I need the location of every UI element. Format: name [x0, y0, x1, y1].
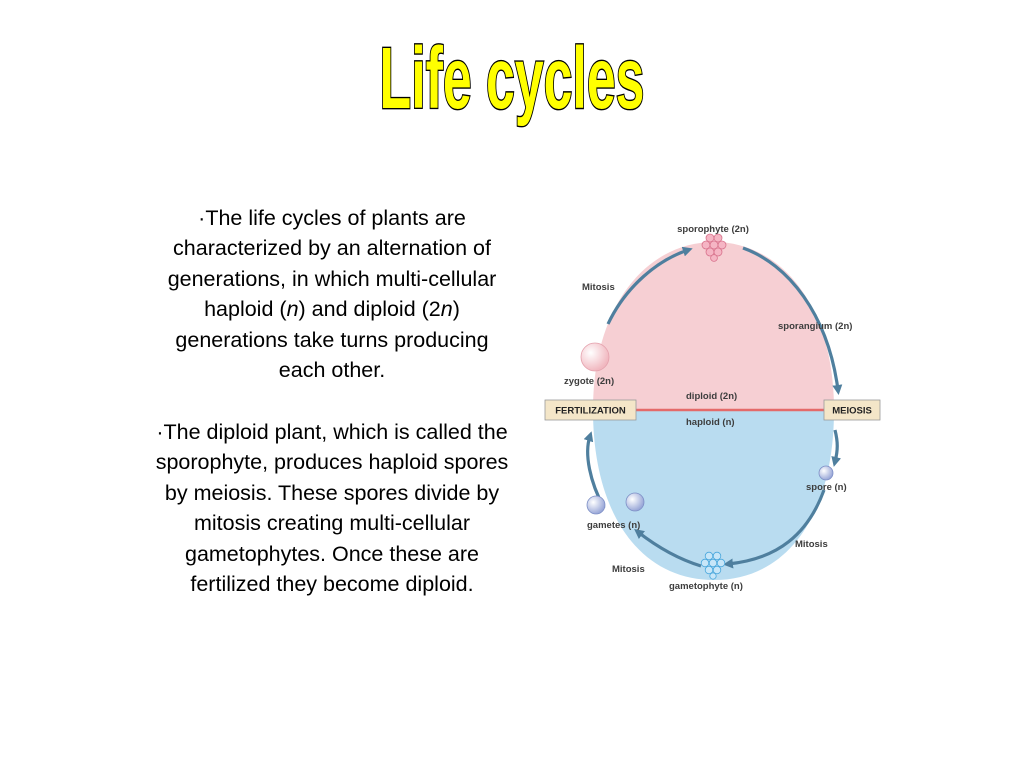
mitosis-right-label: Mitosis [795, 539, 828, 550]
gametes-label: gametes (n) [587, 520, 640, 531]
life-cycle-diagram: FERTILIZATION MEIOSIS sporophyte (2n) Mi… [538, 214, 898, 604]
bullet: · [156, 420, 164, 444]
gametophyte-cluster-icon [700, 551, 726, 580]
diploid-label: diploid (2n) [686, 391, 737, 402]
gamete-icon [625, 492, 645, 512]
sporophyte-label: sporophyte (2n) [677, 224, 749, 235]
bullet: · [198, 206, 206, 230]
spore-label: spore (n) [806, 482, 847, 493]
arrow-mitosis-bottom [634, 528, 702, 568]
meiosis-box [823, 399, 881, 421]
title-graphic: Life cycles [378, 29, 645, 128]
life-cycle-svg: FERTILIZATION MEIOSIS sporophyte (2n) Mi… [544, 224, 881, 592]
diploid-region [593, 242, 834, 410]
arrow-mitosis-top [606, 246, 693, 325]
haploid-label: haploid (n) [686, 417, 735, 428]
page-title-text: Life cycles [380, 30, 645, 127]
arrow-sporangium [742, 246, 843, 395]
arrow-meiosis [831, 429, 842, 467]
fertilization-box [544, 399, 637, 421]
fertilization-label: FERTILIZATION [555, 406, 626, 417]
paragraph-alternation-of-generations: ·The life cycles of plants are character… [167, 206, 497, 383]
sporophyte-cluster-icon [701, 233, 727, 262]
haploid-region [593, 410, 834, 580]
mitosis-top-label: Mitosis [582, 282, 615, 293]
zygote-label: zygote (2n) [564, 376, 614, 387]
paragraph-sporophyte-description: ·The diploid plant, which is called the … [155, 420, 509, 597]
zygote-icon [580, 342, 610, 372]
gamete-icon [586, 495, 606, 515]
arrow-mitosis-right [723, 489, 826, 569]
mitosis-bottom-label: Mitosis [612, 564, 645, 575]
sporangium-label: sporangium (2n) [778, 321, 852, 332]
spore-icon [818, 465, 834, 481]
meiosis-label: MEIOSIS [832, 406, 872, 417]
page-title: Life cycles [0, 28, 1024, 143]
gametophyte-label: gametophyte (n) [669, 581, 743, 592]
